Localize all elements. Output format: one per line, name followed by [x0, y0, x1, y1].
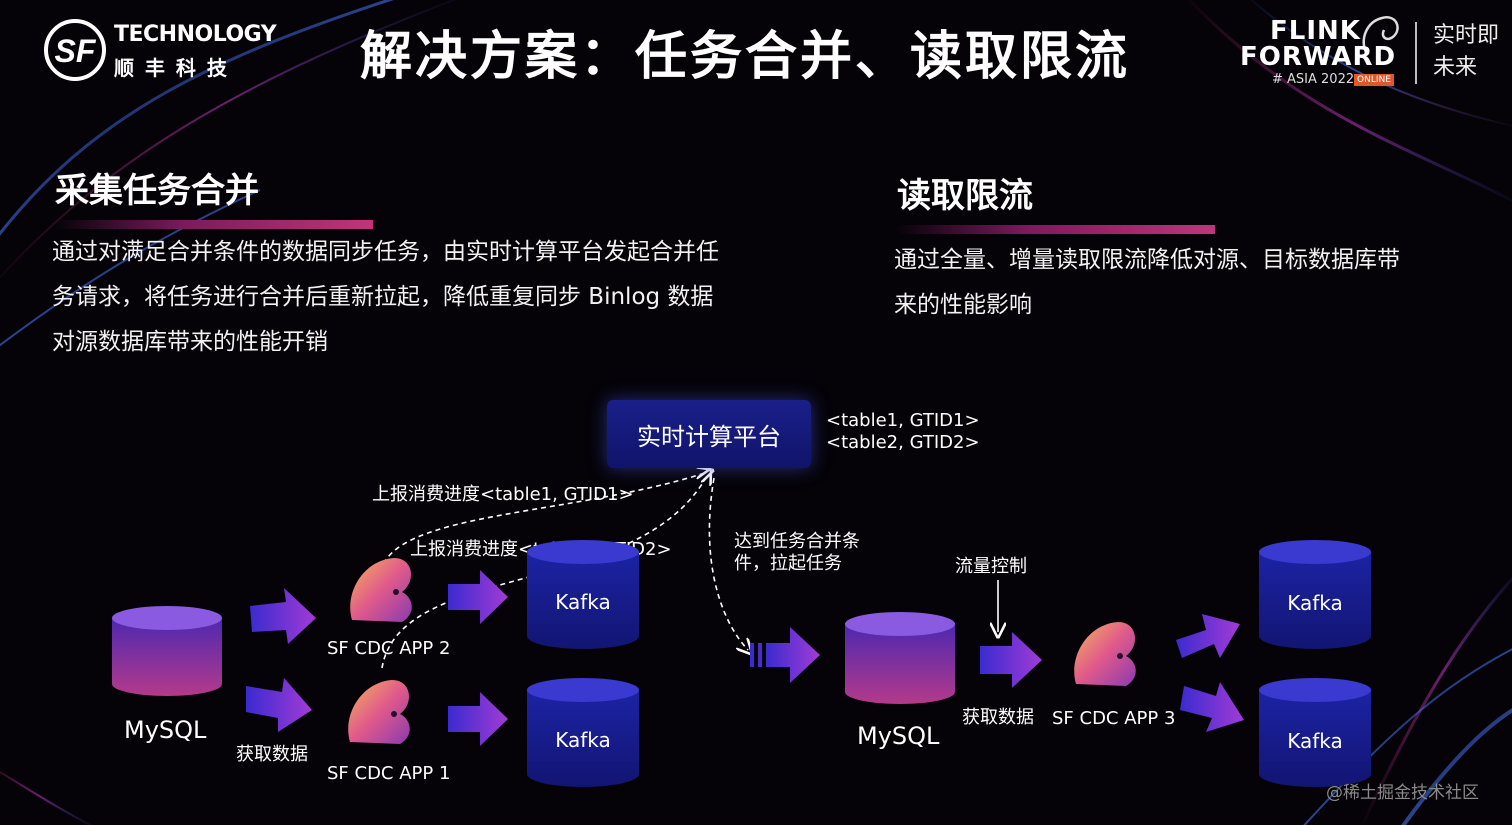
- arrow-right-icon: [246, 678, 312, 732]
- left-section-title: 采集任务合并: [55, 171, 259, 211]
- platform-label: 实时计算平台: [637, 422, 781, 451]
- app3-label: SF CDC APP 3: [1052, 708, 1176, 729]
- watermark: @稀土掘金技术社区: [1326, 783, 1479, 803]
- squirrel-app2-icon: [350, 558, 412, 622]
- kafka-cylinder-icon: [1259, 540, 1371, 649]
- logo-divider: [1415, 22, 1417, 84]
- flow-control-label: 流量控制: [955, 556, 1027, 577]
- online-badge: ONLINE: [1354, 74, 1394, 86]
- sf-logo-icon: SF: [44, 19, 106, 81]
- page-title: 解决方案：任务合并、读取限流: [360, 27, 1131, 87]
- fetch-data-left-label: 获取数据: [236, 744, 308, 765]
- right-paragraph-line: 来的性能影响: [894, 292, 1032, 318]
- report-label-1: 上报消费进度<table1, GTID1>: [372, 484, 634, 505]
- fetch-data-right-label: 获取数据: [962, 707, 1034, 728]
- logo-english-text: TECHNOLOGY: [114, 22, 277, 47]
- mysql-left-label: MySQL: [124, 716, 207, 744]
- app1-label: SF CDC APP 1: [327, 763, 451, 784]
- left-section-underline: [55, 220, 373, 229]
- right-section-title: 读取限流: [897, 176, 1033, 216]
- kafka-label: Kafka: [1287, 729, 1343, 753]
- arrow-right-icon: [750, 627, 820, 683]
- squirrel-outline-icon: [1362, 16, 1399, 53]
- flink-text: FLINK: [1270, 16, 1361, 46]
- right-section-paragraph: 通过全量、增量读取限流降低对源、目标数据库带 来的性能影响: [894, 238, 1494, 328]
- kafka-cylinder-icon: [527, 540, 639, 649]
- arrow-right-icon: [980, 632, 1042, 688]
- realtime-future-logo: 实时即 未来: [1433, 20, 1500, 86]
- right-section-underline: [897, 225, 1215, 234]
- sf-technology-logo: SF TECHNOLOGY 顺 丰 科 技: [42, 18, 277, 82]
- realtime-platform-box: 实时计算平台: [607, 400, 811, 468]
- realtime-logo-line1: 实时即: [1433, 23, 1500, 48]
- mysql-left-cylinder-icon: [112, 606, 222, 696]
- left-section-paragraph: 通过对满足合并条件的数据同步任务，由实时计算平台发起合并任 务请求，将任务进行合…: [52, 230, 812, 365]
- merge-label-line2: 件，拉起任务: [734, 553, 842, 574]
- arrow-right-icon: [1180, 682, 1244, 732]
- kafka-cylinder-icon: [1259, 678, 1371, 787]
- squirrel-app1-icon: [348, 680, 410, 744]
- flink-forward-logo: FLINK FORWARD # ASIA 2022 ONLINE: [1238, 10, 1408, 90]
- mysql-right-cylinder-icon: [845, 612, 955, 704]
- kafka-label: Kafka: [555, 590, 611, 614]
- forward-text: FORWARD: [1240, 42, 1397, 72]
- gtid-label-1: <table1, GTID1>: [826, 410, 980, 431]
- svg-text:SF: SF: [55, 33, 97, 69]
- arrow-right-icon: [448, 570, 508, 624]
- arrow-right-icon: [448, 692, 508, 746]
- logo-chinese-text: 顺 丰 科 技: [114, 56, 229, 80]
- kafka-cylinder-icon: [527, 678, 639, 787]
- app2-label: SF CDC APP 2: [327, 638, 451, 659]
- asia-2022-text: # ASIA 2022: [1272, 72, 1355, 87]
- squirrel-app3-icon: [1074, 622, 1136, 686]
- right-paragraph-line: 通过全量、增量读取限流降低对源、目标数据库带: [894, 247, 1400, 273]
- realtime-logo-line2: 未来: [1433, 55, 1478, 80]
- left-paragraph-line: 通过对满足合并条件的数据同步任务，由实时计算平台发起合并任: [52, 239, 719, 265]
- kafka-label: Kafka: [555, 728, 611, 752]
- arrow-right-icon: [1176, 614, 1240, 658]
- merge-label-line1: 达到任务合并条: [734, 531, 860, 552]
- mysql-right-label: MySQL: [857, 722, 940, 750]
- arrow-right-icon: [250, 588, 316, 644]
- left-paragraph-line: 务请求，将任务进行合并后重新拉起，降低重复同步 Binlog 数据: [52, 284, 714, 310]
- kafka-label: Kafka: [1287, 591, 1343, 615]
- left-paragraph-line: 对源数据库带来的性能开销: [52, 329, 328, 355]
- gtid-label-2: <table2, GTID2>: [826, 432, 980, 453]
